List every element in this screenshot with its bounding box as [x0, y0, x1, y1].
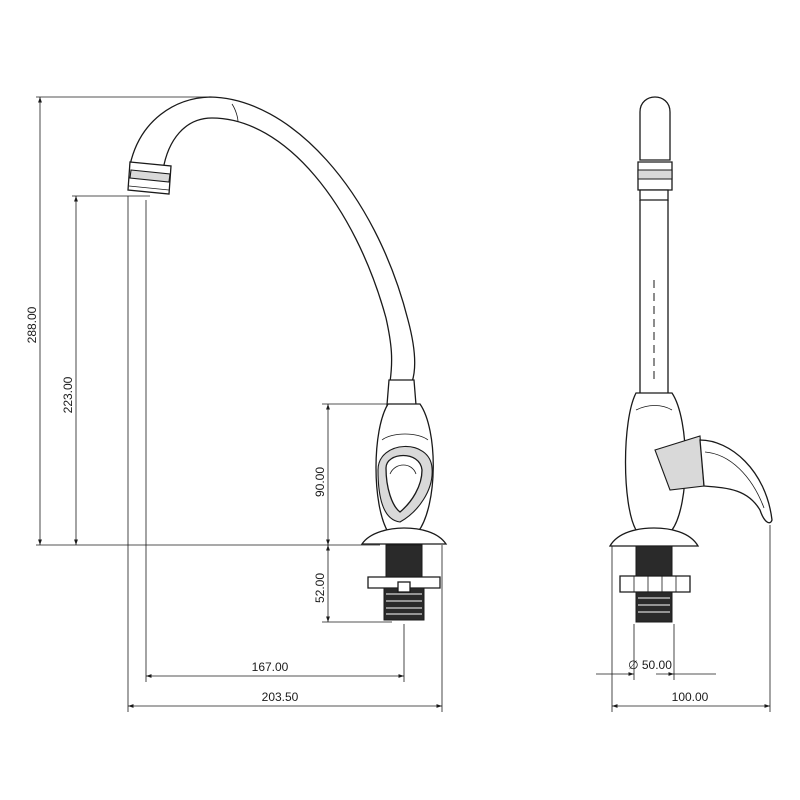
threaded-shank	[367, 544, 441, 621]
label-spout-height: 223.00	[61, 376, 75, 413]
label-body-height: 90.00	[313, 467, 327, 497]
spout-pipe	[129, 96, 416, 383]
neck-collar	[386, 379, 417, 406]
side-spout-pipe	[637, 96, 673, 395]
side-base-flange	[608, 527, 700, 547]
label-base-diameter: ∅ 50.00	[628, 658, 672, 672]
label-overall-length: 203.50	[262, 690, 299, 704]
lever-handle	[377, 446, 433, 523]
base-flange	[360, 527, 448, 545]
front-view	[127, 96, 448, 621]
label-side-width: 100.00	[672, 690, 709, 704]
side-lever-handle	[654, 435, 773, 524]
side-view	[608, 96, 773, 623]
label-shank-length: 52.00	[313, 573, 327, 603]
aerator-tip	[127, 161, 172, 195]
label-total-height: 288.00	[25, 306, 39, 343]
dimension-lines	[36, 96, 771, 712]
label-spout-reach: 167.00	[252, 660, 289, 674]
dimension-labels: 288.00 223.00 90.00 52.00 167.00 203.50 …	[25, 306, 709, 704]
side-threaded-shank	[619, 545, 691, 623]
